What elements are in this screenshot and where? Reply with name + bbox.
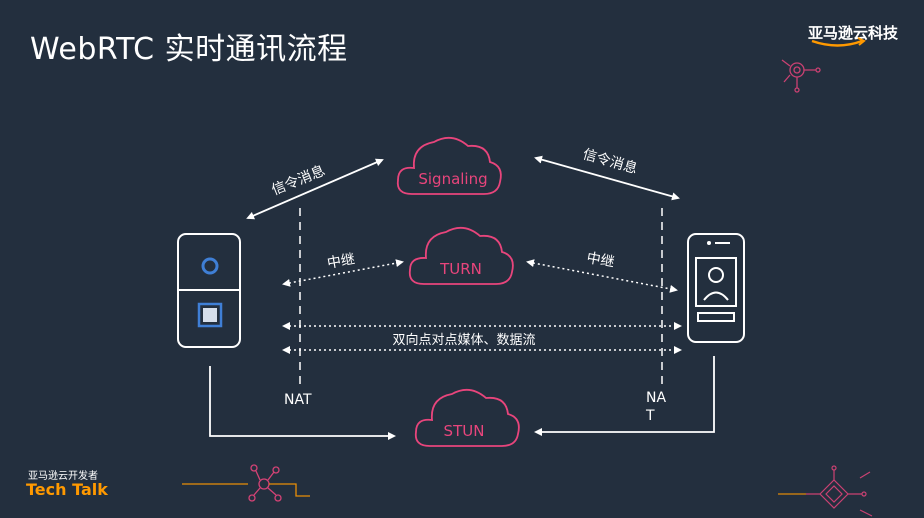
turn-label: TURN [439,260,482,278]
stun-label: STUN [444,422,485,440]
signaling-label: Signaling [418,170,487,188]
page-title: WebRTC 实时通讯流程 [30,32,348,67]
stun-cloud-icon [414,388,520,447]
circuit-decoration-icon [778,465,873,517]
desktop-client-icon [177,233,241,348]
signaling-cloud-icon [396,136,502,195]
turn-cloud-icon [408,226,514,285]
footer-developer-label: 亚马逊云开发者 [28,471,98,482]
circuit-decoration-icon [781,59,821,93]
relay-left-label: 中继 [326,251,356,272]
signaling-left-label: 信令消息 [269,162,327,199]
relay-right-label: 中继 [585,250,615,271]
p2p-label: 双向点对点媒体、数据流 [392,332,535,348]
relay-left-arrow [282,259,404,287]
nat-right-label-line1: NA [646,390,666,406]
stun-right-connector [534,356,715,436]
signaling-right-arrow [534,155,680,201]
stun-left-connector [209,366,396,440]
relay-right-arrow [526,259,678,293]
smartphone-icon [687,233,745,343]
brand-logo-text: 亚马逊云科技 [808,24,899,42]
footer-tech-talk-logo: Tech Talk [26,480,108,499]
amazon-smile-icon [811,39,863,47]
nat-left-label: NAT [284,392,312,408]
network-node-icon [182,464,310,502]
nat-right-label-line2: T [645,408,655,424]
signaling-left-arrow [246,158,384,220]
